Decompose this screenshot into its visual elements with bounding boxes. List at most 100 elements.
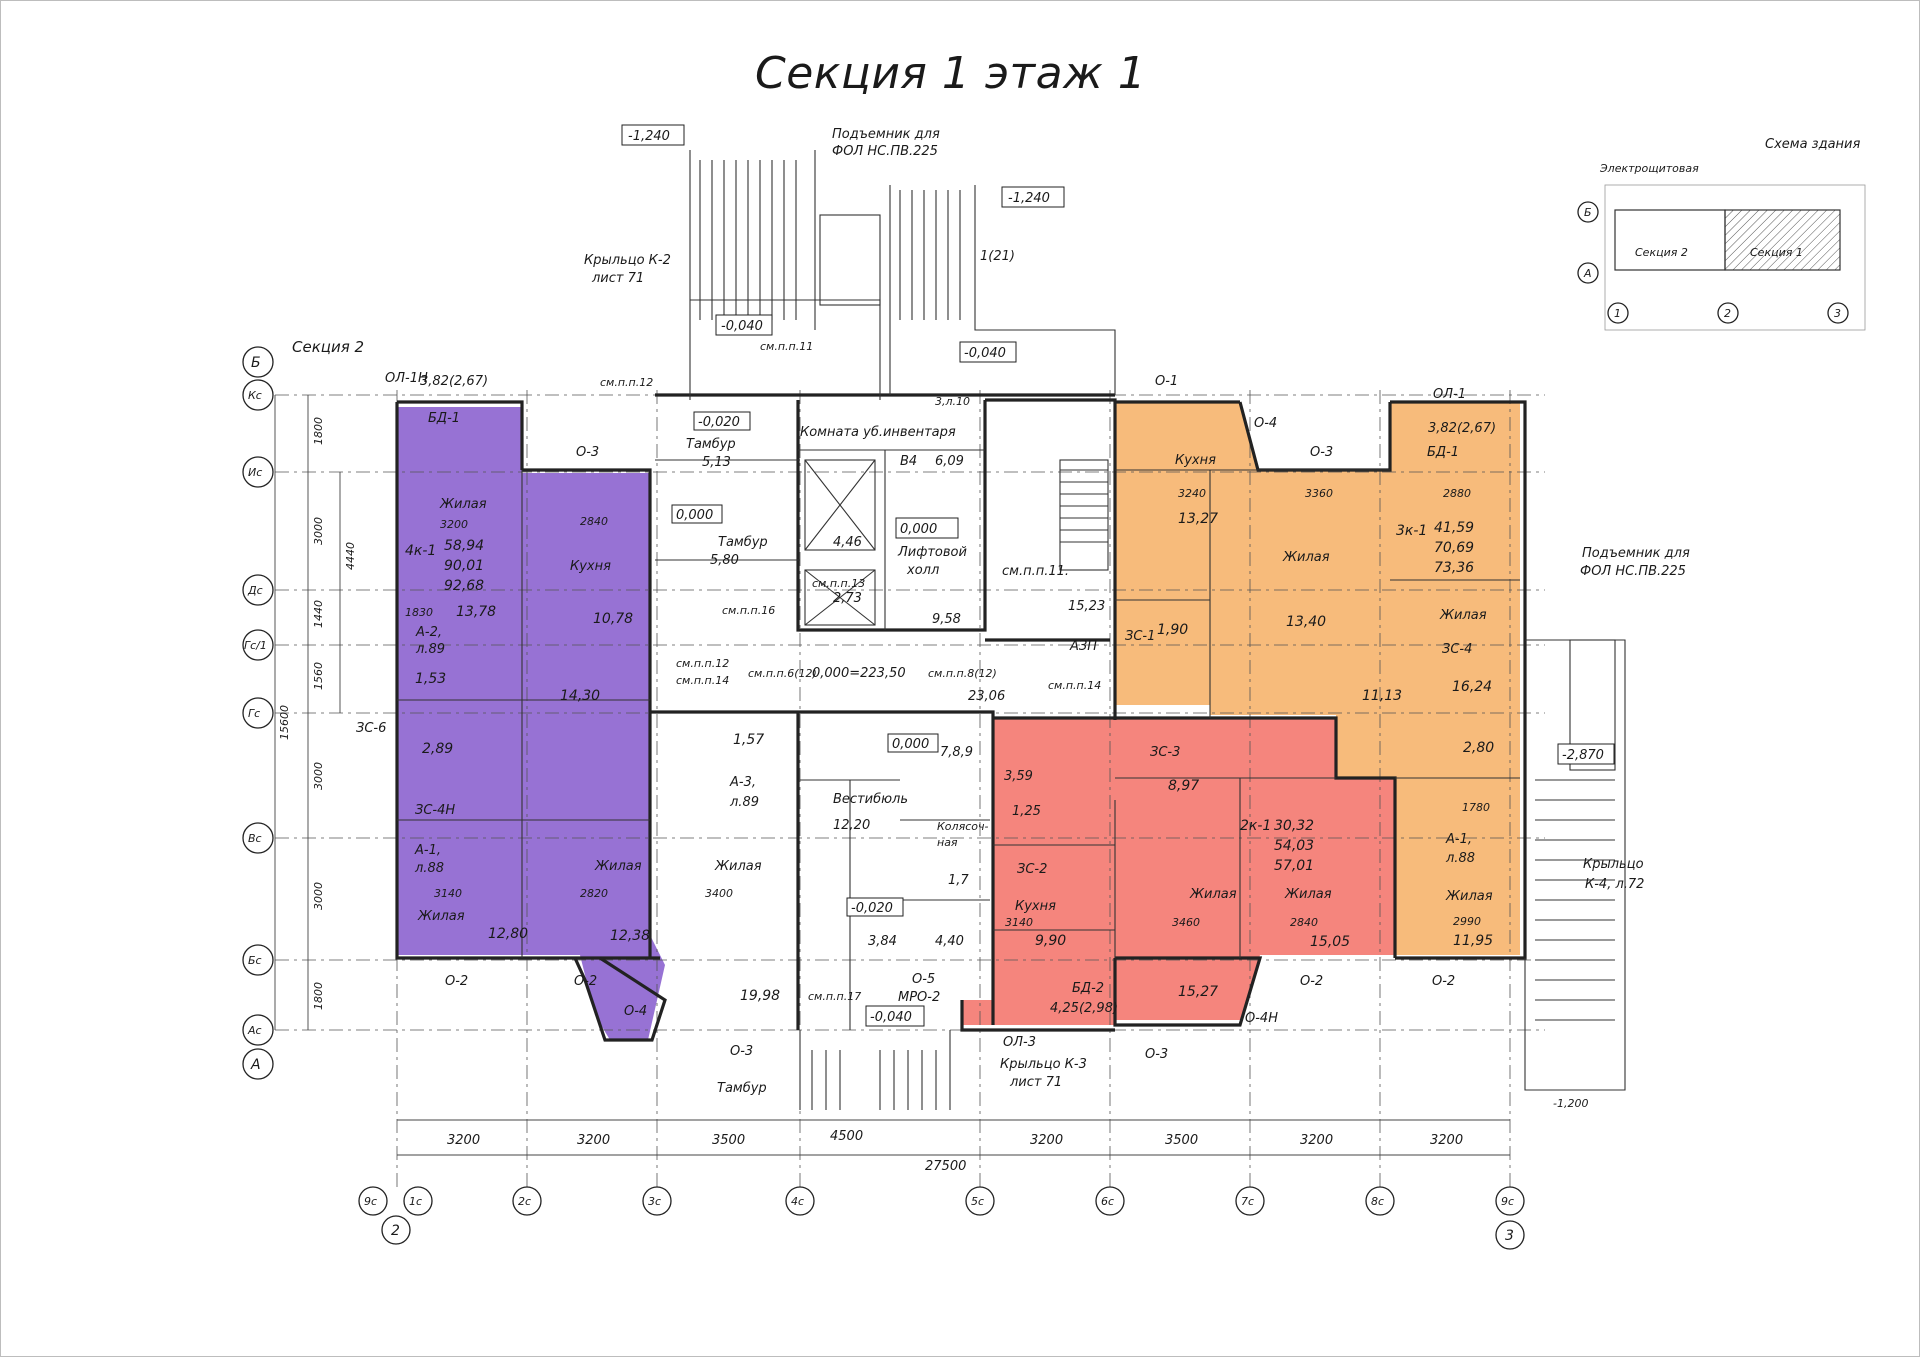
col-axis-1s: 1с [403,1186,433,1216]
svg-text:2820: 2820 [580,887,608,900]
unit-orange-labels: О-1 ОЛ-1 3,82(2,67) БД-1 О-4 О-3 Кухня 3… [1125,374,1496,989]
svg-text:4,25(2,98): 4,25(2,98) [1050,1001,1118,1016]
svg-text:1800: 1800 [312,982,325,1010]
unit-red-fill [962,718,1395,1025]
svg-text:12,20: 12,20 [833,818,870,833]
svg-text:41,59: 41,59 [1434,520,1474,536]
svg-text:Крыльцо: Крыльцо [1583,857,1644,872]
svg-text:3000: 3000 [312,762,325,790]
svg-text:2840: 2840 [1290,916,1318,929]
svg-text:8с: 8с [1371,1195,1384,1208]
lift-top-label: Подъемник для [832,127,940,142]
unit-red-labels: ЗС-3 3,59 1,25 8,97 ЗС-2 Кухня 3140 9,90… [1004,745,1350,1062]
porch-k4 [1524,639,1626,1091]
svg-text:л.89: л.89 [415,642,445,657]
svg-text:1,7: 1,7 [948,873,969,888]
svg-text:3200: 3200 [1030,1133,1063,1148]
svg-text:Жилая: Жилая [1439,608,1487,623]
svg-text:13,78: 13,78 [456,604,496,620]
svg-text:холл: холл [906,563,939,578]
porch-k2 [689,150,881,400]
unit-purple-labels: 3,82(2,67) БД-1 ОЛ-1Н Жилая 3200 4к-1 58… [356,371,780,1059]
svg-text:Гс/1: Гс/1 [244,639,267,652]
row-axis-gs1: Гс/1 [242,629,274,661]
svg-text:см.п.п.14: см.п.п.14 [676,674,729,687]
svg-text:7,8,9: 7,8,9 [940,745,973,760]
schema-switchboard: Электрощитовая [1599,162,1699,175]
svg-text:Ис: Ис [248,466,262,479]
svg-text:ОЛ-3: ОЛ-3 [1003,1035,1036,1050]
svg-text:5,13: 5,13 [702,455,731,470]
svg-text:Кухня: Кухня [570,559,611,574]
svg-text:1830: 1830 [405,606,433,619]
schema-sec2: Секция 2 [1635,246,1688,259]
svg-text:ОЛ-1Н: ОЛ-1Н [385,371,428,386]
svg-text:см.п.п.6(12): см.п.п.6(12) [748,667,817,680]
svg-text:3200: 3200 [577,1133,610,1148]
svg-text:А-1,: А-1, [1445,832,1472,847]
svg-text:3460: 3460 [1172,916,1200,929]
row-axis-is: Ис [242,456,274,488]
svg-text:9,58: 9,58 [932,612,961,627]
svg-text:О-3: О-3 [1310,445,1333,460]
right-side-labels: Подъемник для ФОЛ НС.ПВ.225 -2,870 Крыль… [1553,546,1690,1110]
svg-text:15,27: 15,27 [1178,984,1218,1000]
svg-text:О-1: О-1 [1155,374,1178,389]
svg-text:0,000: 0,000 [900,522,937,537]
svg-text:3200: 3200 [447,1133,480,1148]
svg-text:-1,200: -1,200 [1553,1097,1588,1110]
svg-text:4500: 4500 [830,1129,863,1144]
svg-text:30,32: 30,32 [1274,818,1314,834]
svg-text:Жилая: Жилая [439,497,487,512]
building-schema: Схема здания Электрощитовая Секция 2 Сек… [1577,137,1866,331]
svg-text:0,000: 0,000 [676,508,713,523]
svg-text:2с: 2с [518,1195,531,1208]
left-dimension-chain [274,395,341,1030]
svg-text:8,97: 8,97 [1168,778,1199,794]
svg-text:3140: 3140 [1005,916,1033,929]
svg-text:6с: 6с [1101,1195,1114,1208]
row-axis-ks: Кс [242,379,274,411]
level-m0040-a: -0,040 [721,319,763,334]
top-labels: Подъемник для ФОЛ НС.ПВ.225 Крыльцо К-2 … [292,124,1065,363]
svg-text:см.п.п.14: см.п.п.14 [1048,679,1101,692]
col-axis-5s: 5с [965,1186,995,1216]
unit-orange-fill [1115,402,1520,955]
svg-text:3: 3 [1834,307,1841,320]
svg-text:15,23: 15,23 [1068,599,1105,614]
svg-text:см.п.п.16: см.п.п.16 [722,604,775,617]
svg-text:3,82(2,67): 3,82(2,67) [1428,421,1496,436]
svg-text:Ас: Ас [247,1024,262,1037]
svg-text:11,13: 11,13 [1362,688,1402,704]
svg-text:А-2,: А-2, [415,625,442,640]
svg-text:Вестибюль: Вестибюль [833,792,908,807]
core-labels: Тамбур 5,13 -0,020 0,000 Тамбур 5,80 Ком… [600,340,1105,1096]
col-axis-3: 3 [1495,1220,1525,1250]
svg-text:Жилая: Жилая [1284,887,1332,902]
svg-text:О-4Н: О-4Н [1245,1011,1278,1026]
svg-text:Жилая: Жилая [714,859,762,874]
svg-text:Тамбур: Тамбур [717,1081,767,1096]
col-axis-7s: 7с [1235,1186,1265,1216]
svg-text:0,000: 0,000 [892,737,929,752]
svg-text:3,84: 3,84 [868,934,897,949]
svg-text:2: 2 [1724,307,1731,320]
svg-text:БД-2: БД-2 [1072,981,1104,996]
svg-text:3500: 3500 [712,1133,745,1148]
svg-text:3000: 3000 [312,882,325,910]
svg-text:О-2: О-2 [574,974,597,989]
row-axis-gs: Гс [242,697,274,729]
row-axis-vs: Вс [242,822,274,854]
svg-text:см.п.п.11: см.п.п.11 [760,340,813,353]
svg-text:ЗС-6: ЗС-6 [356,721,386,736]
svg-text:5с: 5с [971,1195,984,1208]
svg-text:см.п.п.17: см.п.п.17 [808,990,861,1003]
stair-flight [1059,459,1109,571]
svg-text:3360: 3360 [1305,487,1333,500]
schema-sec1: Секция 1 [1750,246,1803,259]
svg-text:2840: 2840 [580,515,608,528]
level-m1240-a: -1,240 [628,129,670,144]
svg-text:БД-1: БД-1 [428,411,460,426]
svg-text:л.88: л.88 [414,861,444,876]
svg-text:4,40: 4,40 [935,934,964,949]
